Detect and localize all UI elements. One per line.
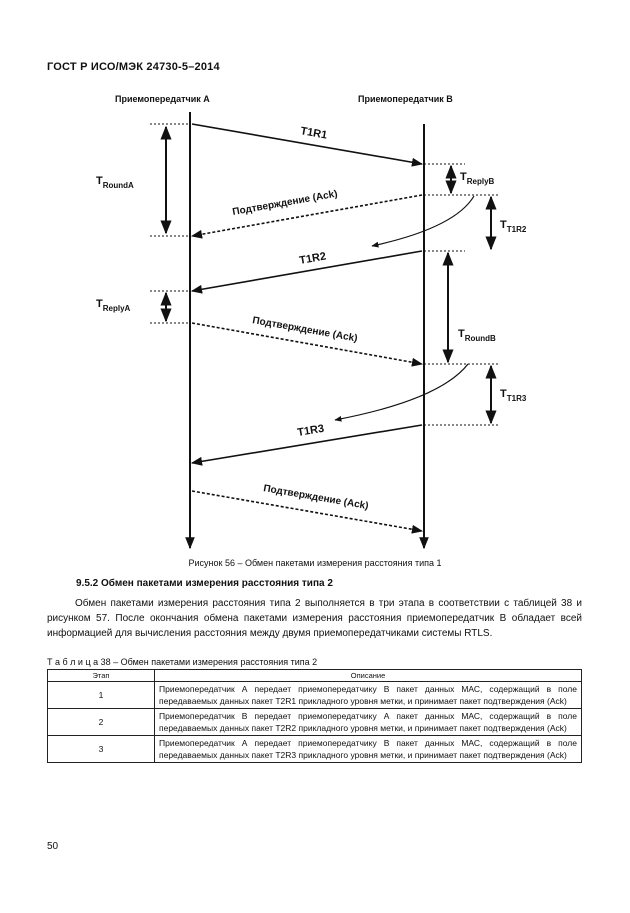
label-t1r2: TT1R2 xyxy=(500,219,527,234)
label-reply-b: TReplyB xyxy=(460,171,495,186)
reference-lines xyxy=(150,123,500,426)
section-heading: 9.5.2 Обмен пакетами измерения расстояни… xyxy=(76,578,333,589)
header-description: Описание xyxy=(154,669,582,682)
ack-message-3 xyxy=(191,490,424,534)
table-caption: Т а б л и ц а 38 – Обмен пакетами измере… xyxy=(47,657,318,667)
message-t1r3-label: T1R3 xyxy=(297,423,326,439)
ack-message-1 xyxy=(190,194,423,239)
message-t1r2-label: T1R2 xyxy=(298,251,327,267)
ack-3-label: Подтверждение (Ack) xyxy=(262,483,369,512)
label-round-a: TRoundA xyxy=(96,175,134,190)
lifeline-b-label: Приемопередатчик В xyxy=(358,94,453,104)
stages-table: Этап Описание 1 Приемопередатчик А перед… xyxy=(47,669,582,763)
stage-number: 2 xyxy=(47,708,155,736)
label-reply-a: TReplyA xyxy=(96,298,131,313)
section-paragraph: Обмен пакетами измерения расстояния типа… xyxy=(47,598,582,639)
curve-arrow-2 xyxy=(334,363,469,422)
lifeline-a-label: Приемопередатчик А xyxy=(115,94,210,104)
table-row: 2 Приемопередатчик В передает приемопере… xyxy=(47,708,582,736)
message-t1r3 xyxy=(190,424,423,466)
stage-description: Приемопередатчик А передает приемопереда… xyxy=(154,735,582,763)
stage-number: 1 xyxy=(47,681,155,709)
label-t1r3: TT1R3 xyxy=(500,388,527,403)
message-t1r2 xyxy=(190,250,423,294)
table-row: 3 Приемопередатчик А передает приемопере… xyxy=(47,735,582,763)
message-t1r1-label: T1R1 xyxy=(299,125,328,141)
curve-arrow-1 xyxy=(371,195,475,248)
stage-description: Приемопередатчик В передает приемопереда… xyxy=(154,708,582,736)
figure-caption: Рисунок 56 – Обмен пакетами измерения ра… xyxy=(188,558,442,568)
ack-2-label: Подтверждение (Ack) xyxy=(251,315,358,344)
stage-description: Приемопередатчик А передает приемопереда… xyxy=(154,681,582,709)
sequence-diagram: Приемопередатчик А Приемопередатчик В T1… xyxy=(96,94,527,550)
document-header: ГОСТ Р ИСО/МЭК 24730-5–2014 xyxy=(47,61,220,73)
page-number: 50 xyxy=(47,841,59,852)
ack-message-2 xyxy=(191,322,424,367)
table-header-row: Этап Описание xyxy=(47,669,582,682)
message-t1r1 xyxy=(191,123,424,167)
table-row: 1 Приемопередатчик А передает приемопере… xyxy=(47,681,582,709)
label-round-b: TRoundB xyxy=(458,328,496,343)
stage-number: 3 xyxy=(47,735,155,763)
header-stage: Этап xyxy=(47,669,155,682)
